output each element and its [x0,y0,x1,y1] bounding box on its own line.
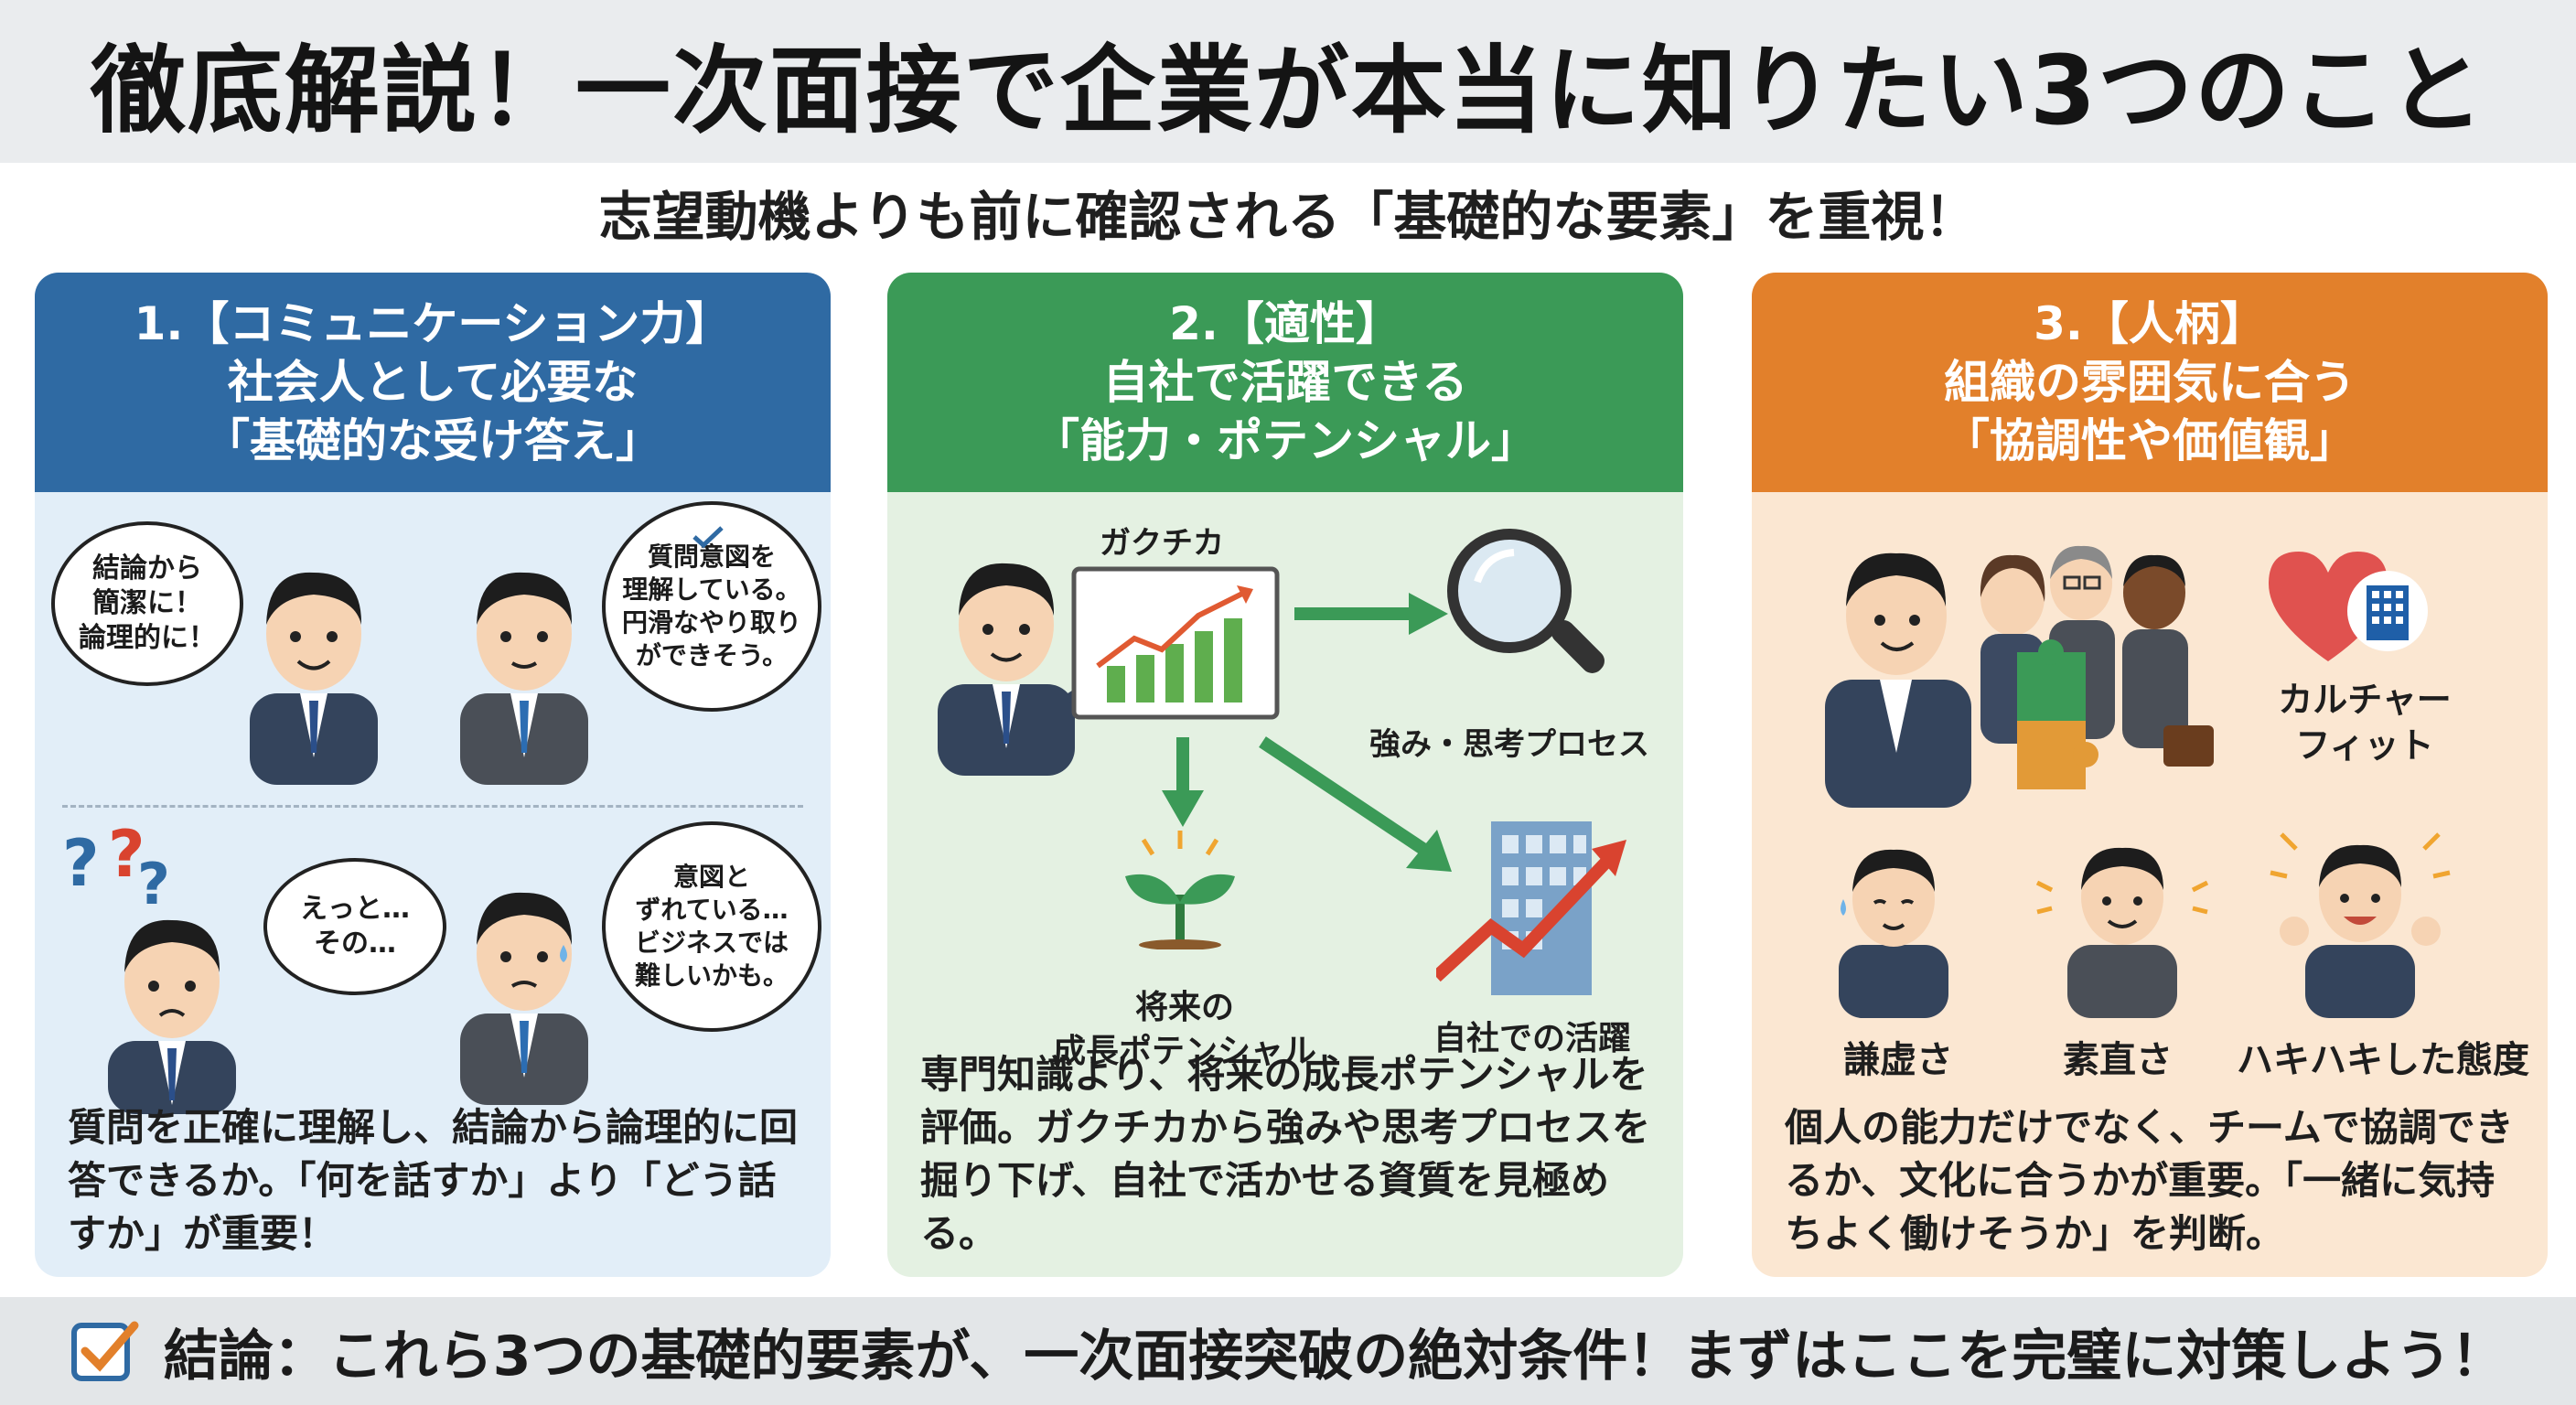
arrow-right-icon [1294,593,1448,635]
svg-text:?: ? [62,826,100,901]
label-growth-potential: 将来の 成長ポテンシャル [1015,986,1354,1074]
label-gakuchika: ガクチカ [1100,525,1224,562]
interviewer-icon [460,572,588,785]
label-line: フィット [2295,725,2434,766]
label-line: 将来の [1134,989,1234,1026]
panel-aptitude-number: 2.【適性】 [1169,297,1401,350]
magnifier-icon [1447,529,1605,673]
bubble-line: その… [314,928,396,960]
panel-communication-description: 質問を正確に理解し、結論から論理的に回答できるか。「何を話すか」より「どう話すか… [68,1105,799,1256]
arrow-diagonal-icon [1259,736,1452,872]
panel-aptitude-heading-2: 「能力・ポテンシャル」 [1034,414,1537,467]
page-title: 徹底解説！一次面接で企業が本当に知りたい3つのこと [90,34,2486,146]
bubble-line: 理解している。 [622,574,801,605]
svg-text:?: ? [108,821,145,892]
conclusion-text: 結論：これら3つの基礎的要素が、一次面接突破の絶対条件！まずはここを完璧に対策し… [163,1324,2506,1389]
panel-personality-heading-1: 組織の雰囲気に合う [1944,356,2356,409]
speech-bubble-mismatch: 意図と ずれている… ビジネスでは 難しいかも。 [602,821,821,1032]
businessman-smiling-icon [250,572,378,785]
panel-personality-number: 3.【人柄】 [2034,297,2266,350]
bubble-line: 難しいかも。 [634,960,789,991]
panel-personality-heading-2: 「協調性や価値観」 [1944,414,2356,467]
team-puzzle-icon [1825,545,2214,808]
bubble-line: 質問意図を [647,542,776,572]
panel-communication: 1.【コミュニケーション力】 社会人として必要な 「基礎的な受け答え」 結論から… [35,273,831,1277]
check-icon [70,1321,139,1381]
panel-personality-description: 個人の能力だけでなく、チームで協調できるか、文化に合うかが重要。「一緒に気持ちよ… [1785,1105,2514,1256]
office-building-icon [2347,571,2428,651]
businessman-confused-icon [108,919,236,1114]
energetic-person-icon [2270,832,2451,1018]
subtitle: 志望動機よりも前に確認される「基礎的な要素」を重視！ [598,186,1978,248]
bubble-line: 簡潔に！ [92,587,202,619]
bubble-line: 意図と [672,862,750,892]
title-bar: 徹底解説！一次面接で企業が本当に知りたい3つのこと [0,0,2576,163]
label-line: 成長ポテンシャル [1052,1033,1316,1070]
panel-communication-header: 1.【コミュニケーション力】 社会人として必要な 「基礎的な受け答え」 [35,273,831,492]
panel-personality: 3.【人柄】 組織の雰囲気に合う 「協調性や価値観」 [1752,273,2548,1277]
honest-person-icon [2035,847,2209,1018]
humble-person-icon [1839,849,1948,1018]
chart-board-icon [1071,566,1280,720]
bubble-line: 結論から [92,552,202,585]
question-mark-icon: ? ? ? [62,821,170,917]
panel-aptitude-heading-1: 自社で活躍できる [1102,356,1468,409]
trait-humility: 謙虚さ [1843,1039,1953,1081]
speech-bubble-hesitation: えっと… その… [263,858,446,995]
label-line: カルチャー [2278,680,2452,720]
arrow-down-icon [1162,737,1204,827]
panel-aptitude-header: 2.【適性】 自社で活躍できる 「能力・ポテンシャル」 [887,273,1683,492]
bubble-line: ができそう。 [635,640,789,670]
svg-text:?: ? [137,851,170,917]
bubble-line: ビジネスでは [634,928,789,958]
panel-communication-number: 1.【コミュニケーション力】 [134,297,732,350]
trait-energetic-attitude: ハキハキした態度 [2237,1039,2529,1081]
bubble-line: えっと… [300,893,410,925]
label-company-activity: 自社での活躍 [1433,1020,1631,1057]
building-growth-icon [1436,821,1626,995]
trait-honesty: 素直さ [2063,1039,2173,1081]
interviewer-worried-icon [460,892,588,1105]
bubble-line: 論理的に！ [79,622,216,654]
speech-bubble-concise: 結論から 簡潔に！ 論理的に！ [51,521,243,686]
check-icon [692,526,724,549]
panel-communication-heading-2: 「基礎的な受け答え」 [204,414,661,467]
conclusion-bar: 結論：これら3つの基礎的要素が、一次面接突破の絶対条件！まずはここを完璧に対策し… [0,1297,2576,1405]
label-culture-fit: カルチャー フィット [2250,677,2479,768]
bubble-line: 円滑なやり取り [621,607,801,638]
label-strength-process: 強み・思考プロセス [1369,726,1649,763]
panel-aptitude-description: 専門知識より、将来の成長ポテンシャルを評価。ガクチカから強みや思考プロセスを掘り… [920,1052,1651,1256]
sprout-icon [1125,831,1235,949]
panel-personality-header: 3.【人柄】 組織の雰囲気に合う 「協調性や価値観」 [1752,273,2548,492]
panel-aptitude: 2.【適性】 自社で活躍できる 「能力・ポテンシャル」 ガクチカ 強み・思考プロ… [887,273,1683,1277]
divider-dashed [62,805,803,808]
bubble-line: ずれている… [635,895,789,925]
panel-communication-heading-1: 社会人として必要な [227,356,639,409]
